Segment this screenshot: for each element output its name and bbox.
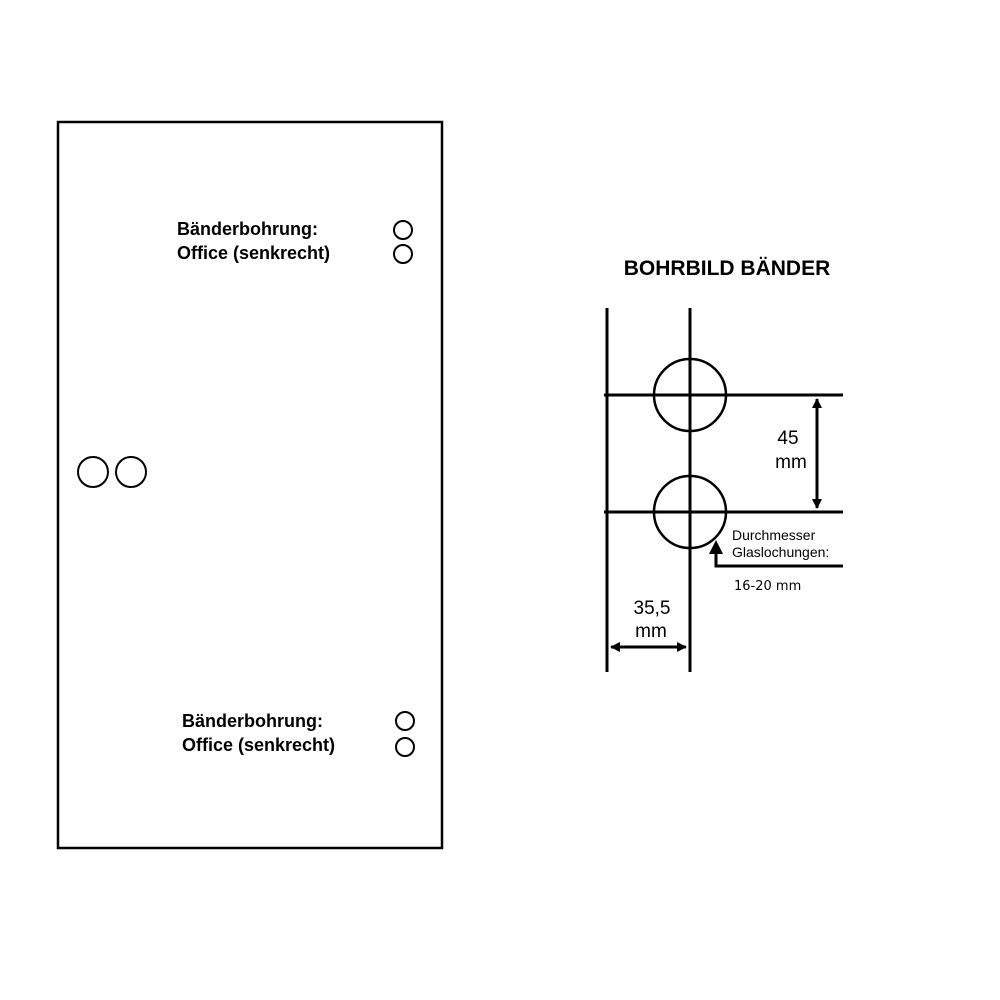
door-outline — [56, 120, 444, 850]
bottom-hinge-label-line2: Office (senkrecht) — [182, 735, 335, 755]
door-panel: Bänderbohrung: Office (senkrecht) Bänder… — [56, 120, 444, 850]
top-hinge-hole-lower — [393, 244, 413, 264]
vertical-dimension-unit: mm — [775, 452, 807, 473]
horizontal-dimension-value: 35,5 — [634, 598, 671, 619]
diameter-pointer-arrowhead — [709, 540, 723, 554]
handle-hole-left — [77, 456, 109, 488]
drilling-pattern-detail: BOHRBILD BÄNDER 45 mm Durchmesser Glaslo… — [604, 257, 843, 672]
top-hinge-group: Bänderbohrung: Office (senkrecht) — [177, 219, 413, 264]
diameter-leader-line — [714, 552, 843, 568]
top-hinge-hole-upper — [393, 220, 413, 240]
handle-holes — [77, 456, 147, 488]
diameter-note-line1: Durchmesser — [732, 527, 816, 543]
detail-title: BOHRBILD BÄNDER — [624, 257, 831, 280]
bottom-hinge-label-line1: Bänderbohrung: — [182, 711, 323, 731]
vertical-dimension-value: 45 — [777, 428, 798, 449]
bottom-hinge-hole-lower — [395, 737, 415, 757]
diameter-note-range: 16-20 mm — [734, 579, 801, 594]
detail-hole-upper — [652, 357, 728, 433]
horizontal-dimension-unit: mm — [635, 621, 667, 642]
top-hinge-label-line2: Office (senkrecht) — [177, 243, 330, 263]
detail-hole-lower — [652, 474, 728, 550]
handle-hole-right — [115, 456, 147, 488]
bottom-hinge-hole-upper — [395, 711, 415, 731]
diameter-note-line2: Glaslochungen: — [732, 544, 829, 560]
top-hinge-label-line1: Bänderbohrung: — [177, 219, 318, 239]
bottom-hinge-group: Bänderbohrung: Office (senkrecht) — [182, 711, 415, 757]
